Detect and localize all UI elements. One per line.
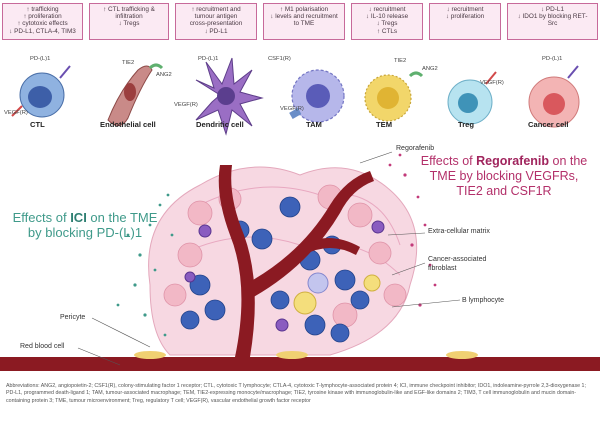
ici-title-suffix: on the TME by blocking PD-(L)1: [27, 210, 158, 240]
tme-illustration: [0, 151, 600, 371]
effect-line: ↑ recruitment and: [191, 6, 241, 13]
regorafenib-effects-title: Effects of Regorafenib on the TME by blo…: [415, 154, 593, 199]
effect-box-tam: ↑ M1 polarisation ↓ levels and recruitme…: [263, 3, 345, 40]
red-blood-cell-label: Red blood cell: [20, 343, 65, 350]
effect-line: Src: [547, 20, 558, 28]
cancer-cell-icon: [528, 65, 580, 128]
effect-line: ↓ IL-10 release: [365, 13, 409, 21]
effect-box-tem: ↓ recruitment ↓ IL-10 release ↓ Tregs ↑ …: [351, 3, 423, 40]
effect-box-ctl: ↑ trafficking ↑ proliferation ↑ cytotoxi…: [2, 3, 83, 40]
ici-title-prefix: Effects of: [12, 210, 71, 225]
treg-cell-icon: [447, 71, 497, 125]
endothelial-cell-icon: [107, 63, 164, 126]
vegfr-receptor-label: VEGF(R): [174, 102, 198, 108]
ang2-ligand-label: ANG2: [422, 66, 438, 72]
pdl1-receptor-label: PD-(L)1: [542, 56, 563, 62]
effect-line: ↑ trafficking: [26, 6, 59, 13]
effect-line: ↓ Tregs: [118, 20, 140, 28]
effect-line: infiltration: [115, 13, 143, 21]
effect-line: ↓ levels and recruitment: [270, 13, 338, 21]
vegfr-receptor-label: VEGF(R): [480, 80, 504, 86]
effect-line: tumour antigen: [194, 13, 238, 21]
ang2-ligand-label: ANG2: [156, 72, 172, 78]
cell-label-tem: TEM: [376, 120, 393, 129]
pdl1-receptor-label: PD-(L)1: [30, 56, 51, 62]
cell-row-illustration: [11, 57, 580, 136]
effect-line: ↑ proliferation: [23, 13, 62, 21]
pdl1-receptor-label: PD-(L)1: [198, 56, 219, 62]
pericyte-label: Pericyte: [60, 314, 86, 321]
ici-effects-title: Effects of ICI on the TME by blocking PD…: [10, 210, 160, 240]
ctl-cell-icon: [11, 65, 71, 118]
cell-label-tam: TAM: [306, 120, 322, 129]
effect-box-dendritic: ↑ recruitment and tumour antigen cross-p…: [175, 3, 257, 40]
effect-line: ↓ recruitment: [368, 6, 406, 13]
effect-line: ↑ cytotoxic effects: [17, 20, 68, 28]
b-lymphocyte-label: B lymphocyte: [462, 297, 505, 304]
caf-label-line1: Cancer-associated: [428, 256, 487, 263]
effect-line: ↓ PD-L1: [540, 6, 565, 13]
effect-line: ↓ IDO1 by blocking RET-: [517, 13, 588, 21]
vegfr-receptor-label: VEGF(R): [4, 110, 28, 116]
effect-line: to TME: [293, 20, 315, 28]
effect-line: ↓ PD-L1: [204, 27, 228, 35]
effect-line: ↓ Tregs: [376, 20, 398, 28]
tem-cell-icon: [364, 71, 424, 122]
effect-line: ↑ M1 polarisation: [279, 6, 329, 13]
caf-label-line2: fibroblast: [428, 265, 457, 272]
reg-title-suffix: on the TME by blocking VEGFRs, TIE2 and …: [429, 154, 588, 198]
effect-line: ↓ recruitment: [446, 6, 484, 13]
ici-title-bold: ICI: [70, 210, 87, 225]
regorafenib-label: Regorafenib: [396, 145, 435, 152]
effect-line: ↓ proliferation: [445, 13, 485, 21]
cell-label-ctl: CTL: [30, 120, 45, 129]
vegfr-receptor-label: VEGF(R): [280, 106, 304, 112]
tie2-receptor-label: TIE2: [394, 58, 407, 64]
tam-cell-icon: [289, 69, 345, 123]
effect-box-treg: ↓ recruitment ↓ proliferation: [429, 3, 501, 40]
ecm-label: Extra-cellular matrix: [428, 228, 490, 235]
effect-line: ↑ CTLs: [376, 27, 398, 35]
tie2-receptor-label: TIE2: [122, 60, 135, 66]
cell-label-dendritic: Dendritic cell: [196, 120, 244, 129]
csf1r-receptor-label: CSF1(R): [268, 56, 291, 62]
effect-box-cancer: ↓ PD-L1 ↓ IDO1 by blocking RET- Src: [507, 3, 598, 40]
cell-label-endothelial: Endothelial cell: [100, 120, 156, 129]
effect-line: ↓ PD-L1, CTLA-4, TIM3: [9, 27, 76, 35]
dendritic-cell-icon: [195, 57, 264, 136]
effect-box-endothelial: ↑ CTL trafficking & infiltration ↓ Tregs: [89, 3, 169, 40]
cell-label-treg: Treg: [458, 120, 475, 129]
reg-title-prefix: Effects of: [420, 154, 477, 168]
cell-label-cancer: Cancer cell: [528, 120, 569, 129]
effect-line: cross-presentation: [189, 20, 243, 28]
effect-line: ↑ CTL trafficking &: [103, 6, 155, 13]
reg-title-bold: Regorafenib: [476, 154, 550, 168]
abbreviations-footnote: Abbreviations: ANG2, angiopoietin-2; CSF…: [6, 383, 586, 404]
